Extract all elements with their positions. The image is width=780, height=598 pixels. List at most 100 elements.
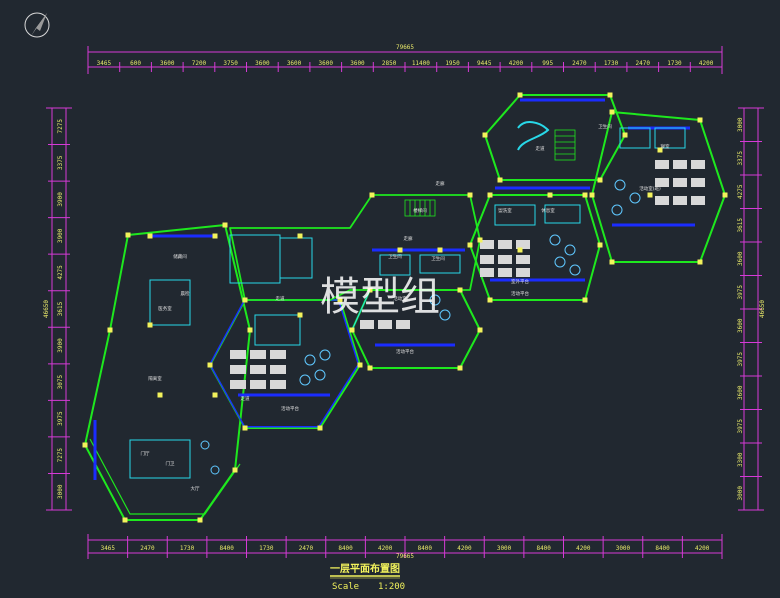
column bbox=[367, 287, 373, 293]
top-segment-label: 2470 bbox=[572, 60, 587, 67]
room-label: 走道 bbox=[276, 295, 285, 302]
column bbox=[222, 222, 228, 228]
dimension-ticks bbox=[48, 62, 762, 558]
column bbox=[477, 237, 483, 243]
room-label: 休息室 bbox=[541, 207, 555, 214]
top-segment-label: 3600 bbox=[319, 60, 334, 67]
activity-tables bbox=[200, 179, 641, 475]
column bbox=[337, 297, 343, 303]
column bbox=[242, 297, 248, 303]
bottom-segment-label: 4200 bbox=[378, 545, 393, 552]
scale-label: Scale bbox=[332, 582, 359, 592]
column bbox=[497, 177, 503, 183]
right-segment-label: 3000 bbox=[737, 117, 744, 132]
column bbox=[597, 177, 603, 183]
top-segment-label: 2850 bbox=[382, 60, 397, 67]
room-label: 楼梯间 bbox=[413, 207, 427, 214]
right-total-dimension: 46650 bbox=[759, 300, 766, 318]
right-segment-label: 3600 bbox=[737, 251, 744, 266]
left-segment-labels: 7275337539003900427536153900307539757275… bbox=[57, 119, 64, 499]
right-segment-label: 3975 bbox=[737, 285, 744, 300]
top-segment-label: 600 bbox=[130, 60, 141, 67]
room-label: 室外平台 bbox=[511, 278, 529, 285]
right-segment-label: 3975 bbox=[737, 419, 744, 434]
column bbox=[487, 297, 493, 303]
bottom-segment-label: 8400 bbox=[338, 545, 353, 552]
column bbox=[297, 312, 303, 318]
bottom-segment-label: 1730 bbox=[259, 545, 274, 552]
column bbox=[697, 117, 703, 123]
left-segment-label: 4275 bbox=[57, 265, 64, 280]
column bbox=[82, 442, 88, 448]
room-label: 走道 bbox=[241, 395, 250, 402]
column bbox=[609, 259, 615, 265]
column bbox=[467, 192, 473, 198]
column bbox=[437, 247, 443, 253]
north-arrow-icon bbox=[24, 12, 50, 38]
room-label: 走廊 bbox=[436, 180, 445, 187]
room-label: 储藏间 bbox=[173, 253, 187, 260]
room-label: 走廊 bbox=[404, 235, 413, 242]
top-segment-label: 9445 bbox=[477, 60, 492, 67]
room-label: 走道 bbox=[536, 145, 545, 152]
bottom-segment-label: 8400 bbox=[536, 545, 551, 552]
column bbox=[357, 362, 363, 368]
bottom-segment-label: 8400 bbox=[219, 545, 234, 552]
column bbox=[317, 425, 323, 431]
room-label: 医务室 bbox=[158, 305, 172, 312]
column bbox=[722, 192, 728, 198]
room-label: 活动平台 bbox=[396, 348, 414, 355]
left-segment-label: 3900 bbox=[57, 192, 64, 207]
left-segment-label: 3000 bbox=[57, 484, 64, 499]
left-segment-label: 7275 bbox=[57, 119, 64, 134]
room-label: 隔离室 bbox=[148, 375, 162, 382]
room-label: 盥洗室 bbox=[498, 207, 512, 214]
drawing-title: 一层平面布置图 bbox=[330, 562, 400, 575]
furniture-rows bbox=[230, 160, 705, 389]
column bbox=[697, 259, 703, 265]
left-segment-label: 3900 bbox=[57, 338, 64, 353]
top-segment-label: 1730 bbox=[604, 60, 619, 67]
top-segment-label: 3600 bbox=[160, 60, 175, 67]
top-segment-label: 7200 bbox=[192, 60, 207, 67]
room-label: 活动室 bbox=[393, 295, 407, 302]
column bbox=[122, 517, 128, 523]
room-label: 卫生间 bbox=[388, 253, 402, 260]
column bbox=[125, 232, 131, 238]
column bbox=[232, 467, 238, 473]
column bbox=[547, 192, 553, 198]
top-segment-label: 3600 bbox=[255, 60, 270, 67]
bottom-total-dimension: 79665 bbox=[396, 553, 414, 560]
bottom-segment-label: 2470 bbox=[140, 545, 155, 552]
room-label: 卫生间 bbox=[431, 255, 445, 262]
structural-columns bbox=[82, 92, 728, 523]
right-segment-labels: 3000337542753615360039753600397536003975… bbox=[737, 117, 744, 500]
room-label: 门卫 bbox=[166, 460, 175, 467]
left-dimension-chain bbox=[46, 107, 72, 511]
top-segment-label: 995 bbox=[542, 60, 553, 67]
top-total-dimension: 79665 bbox=[396, 44, 414, 51]
column bbox=[212, 392, 218, 398]
room-label: 寝室 bbox=[661, 143, 670, 150]
column bbox=[367, 365, 373, 371]
bottom-segment-label: 4200 bbox=[457, 545, 472, 552]
room-label: 活动平台 bbox=[511, 290, 529, 297]
feature-wall-curve bbox=[517, 121, 550, 151]
column bbox=[517, 247, 523, 253]
column bbox=[622, 132, 628, 138]
right-segment-label: 3615 bbox=[737, 218, 744, 233]
column bbox=[147, 322, 153, 328]
column bbox=[589, 192, 595, 198]
top-segment-label: 3750 bbox=[223, 60, 238, 67]
room-label: 卫生间 bbox=[598, 123, 612, 130]
bottom-segment-label: 4200 bbox=[695, 545, 710, 552]
column bbox=[582, 192, 588, 198]
top-segment-label: 3600 bbox=[287, 60, 302, 67]
column bbox=[457, 287, 463, 293]
left-segment-label: 3975 bbox=[57, 411, 64, 426]
column bbox=[297, 233, 303, 239]
left-total-dimension: 46650 bbox=[43, 300, 50, 318]
